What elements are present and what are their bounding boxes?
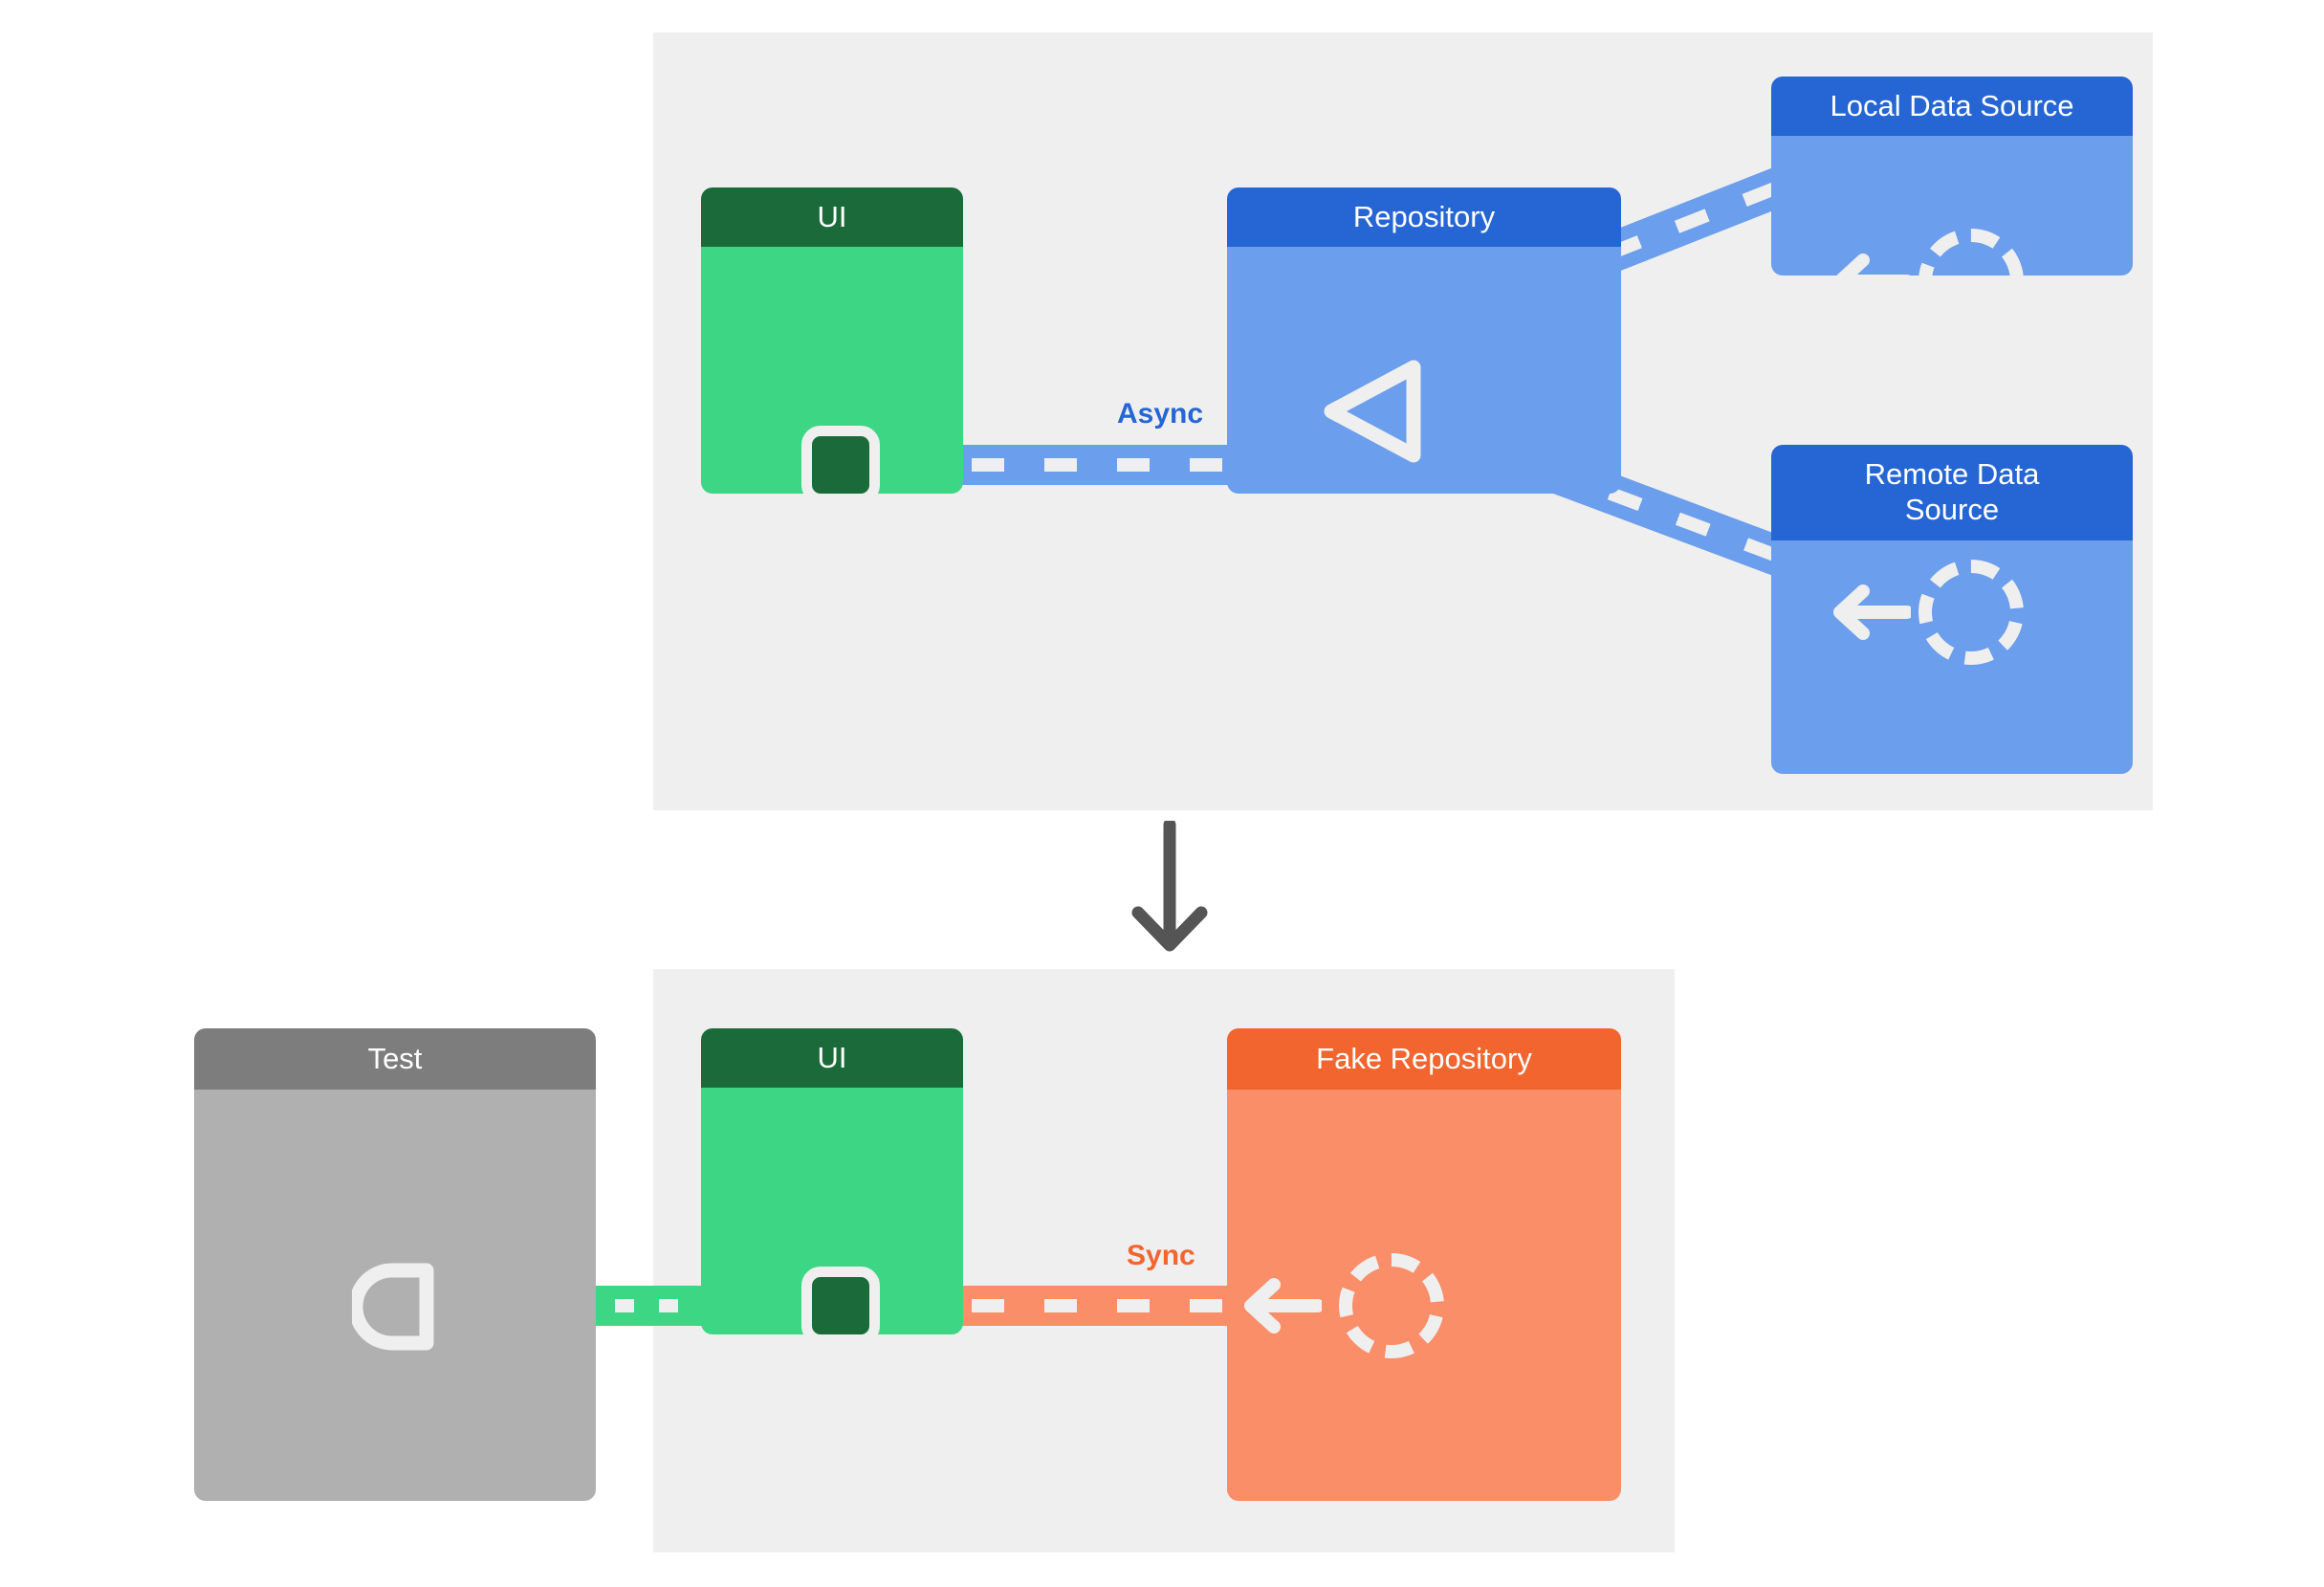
card-title-local-data-source: Local Data Source [1771, 77, 2133, 136]
card-repository[interactable]: Repository [1227, 187, 1621, 494]
rounded-square-widget-icon [801, 1267, 880, 1345]
card-title-test: Test [194, 1028, 596, 1090]
left-triangle-icon [1324, 360, 1421, 463]
connector-label-async: Async [1117, 398, 1204, 430]
card-title-ui: UI [701, 1028, 963, 1088]
down-arrow-icon [1131, 821, 1208, 952]
connector-dashes [899, 1299, 1243, 1312]
left-arrow-icon [1244, 1278, 1322, 1334]
socket-icon [352, 1263, 434, 1351]
ui-widget-icon[interactable] [801, 426, 880, 504]
dashed-circle-icon [1918, 560, 2024, 665]
left-arrow-icon [1833, 584, 1911, 640]
card-title-ui: UI [701, 187, 963, 247]
ui-widget-icon[interactable] [801, 1267, 880, 1345]
dashed-circle-icon [1339, 1253, 1444, 1358]
connector-label-sync: Sync [1127, 1240, 1195, 1271]
card-title-remote-data-source: Remote Data Source [1771, 445, 2133, 540]
rounded-square-widget-icon [801, 426, 880, 504]
card-test[interactable]: Test [194, 1028, 596, 1501]
card-remote-data-source[interactable]: Remote Data Source [1771, 445, 2133, 774]
card-body-test [194, 1090, 596, 1501]
card-title-repository: Repository [1227, 187, 1621, 247]
left-arrow-icon [1833, 253, 1911, 309]
card-title-line-1: Remote Data [1864, 457, 2040, 492]
dashed-circle-icon [1918, 229, 2024, 334]
card-body-repository [1227, 247, 1621, 494]
card-title-line-2: Source [1904, 493, 2000, 526]
card-title-fake-repository: Fake Repository [1227, 1028, 1621, 1090]
